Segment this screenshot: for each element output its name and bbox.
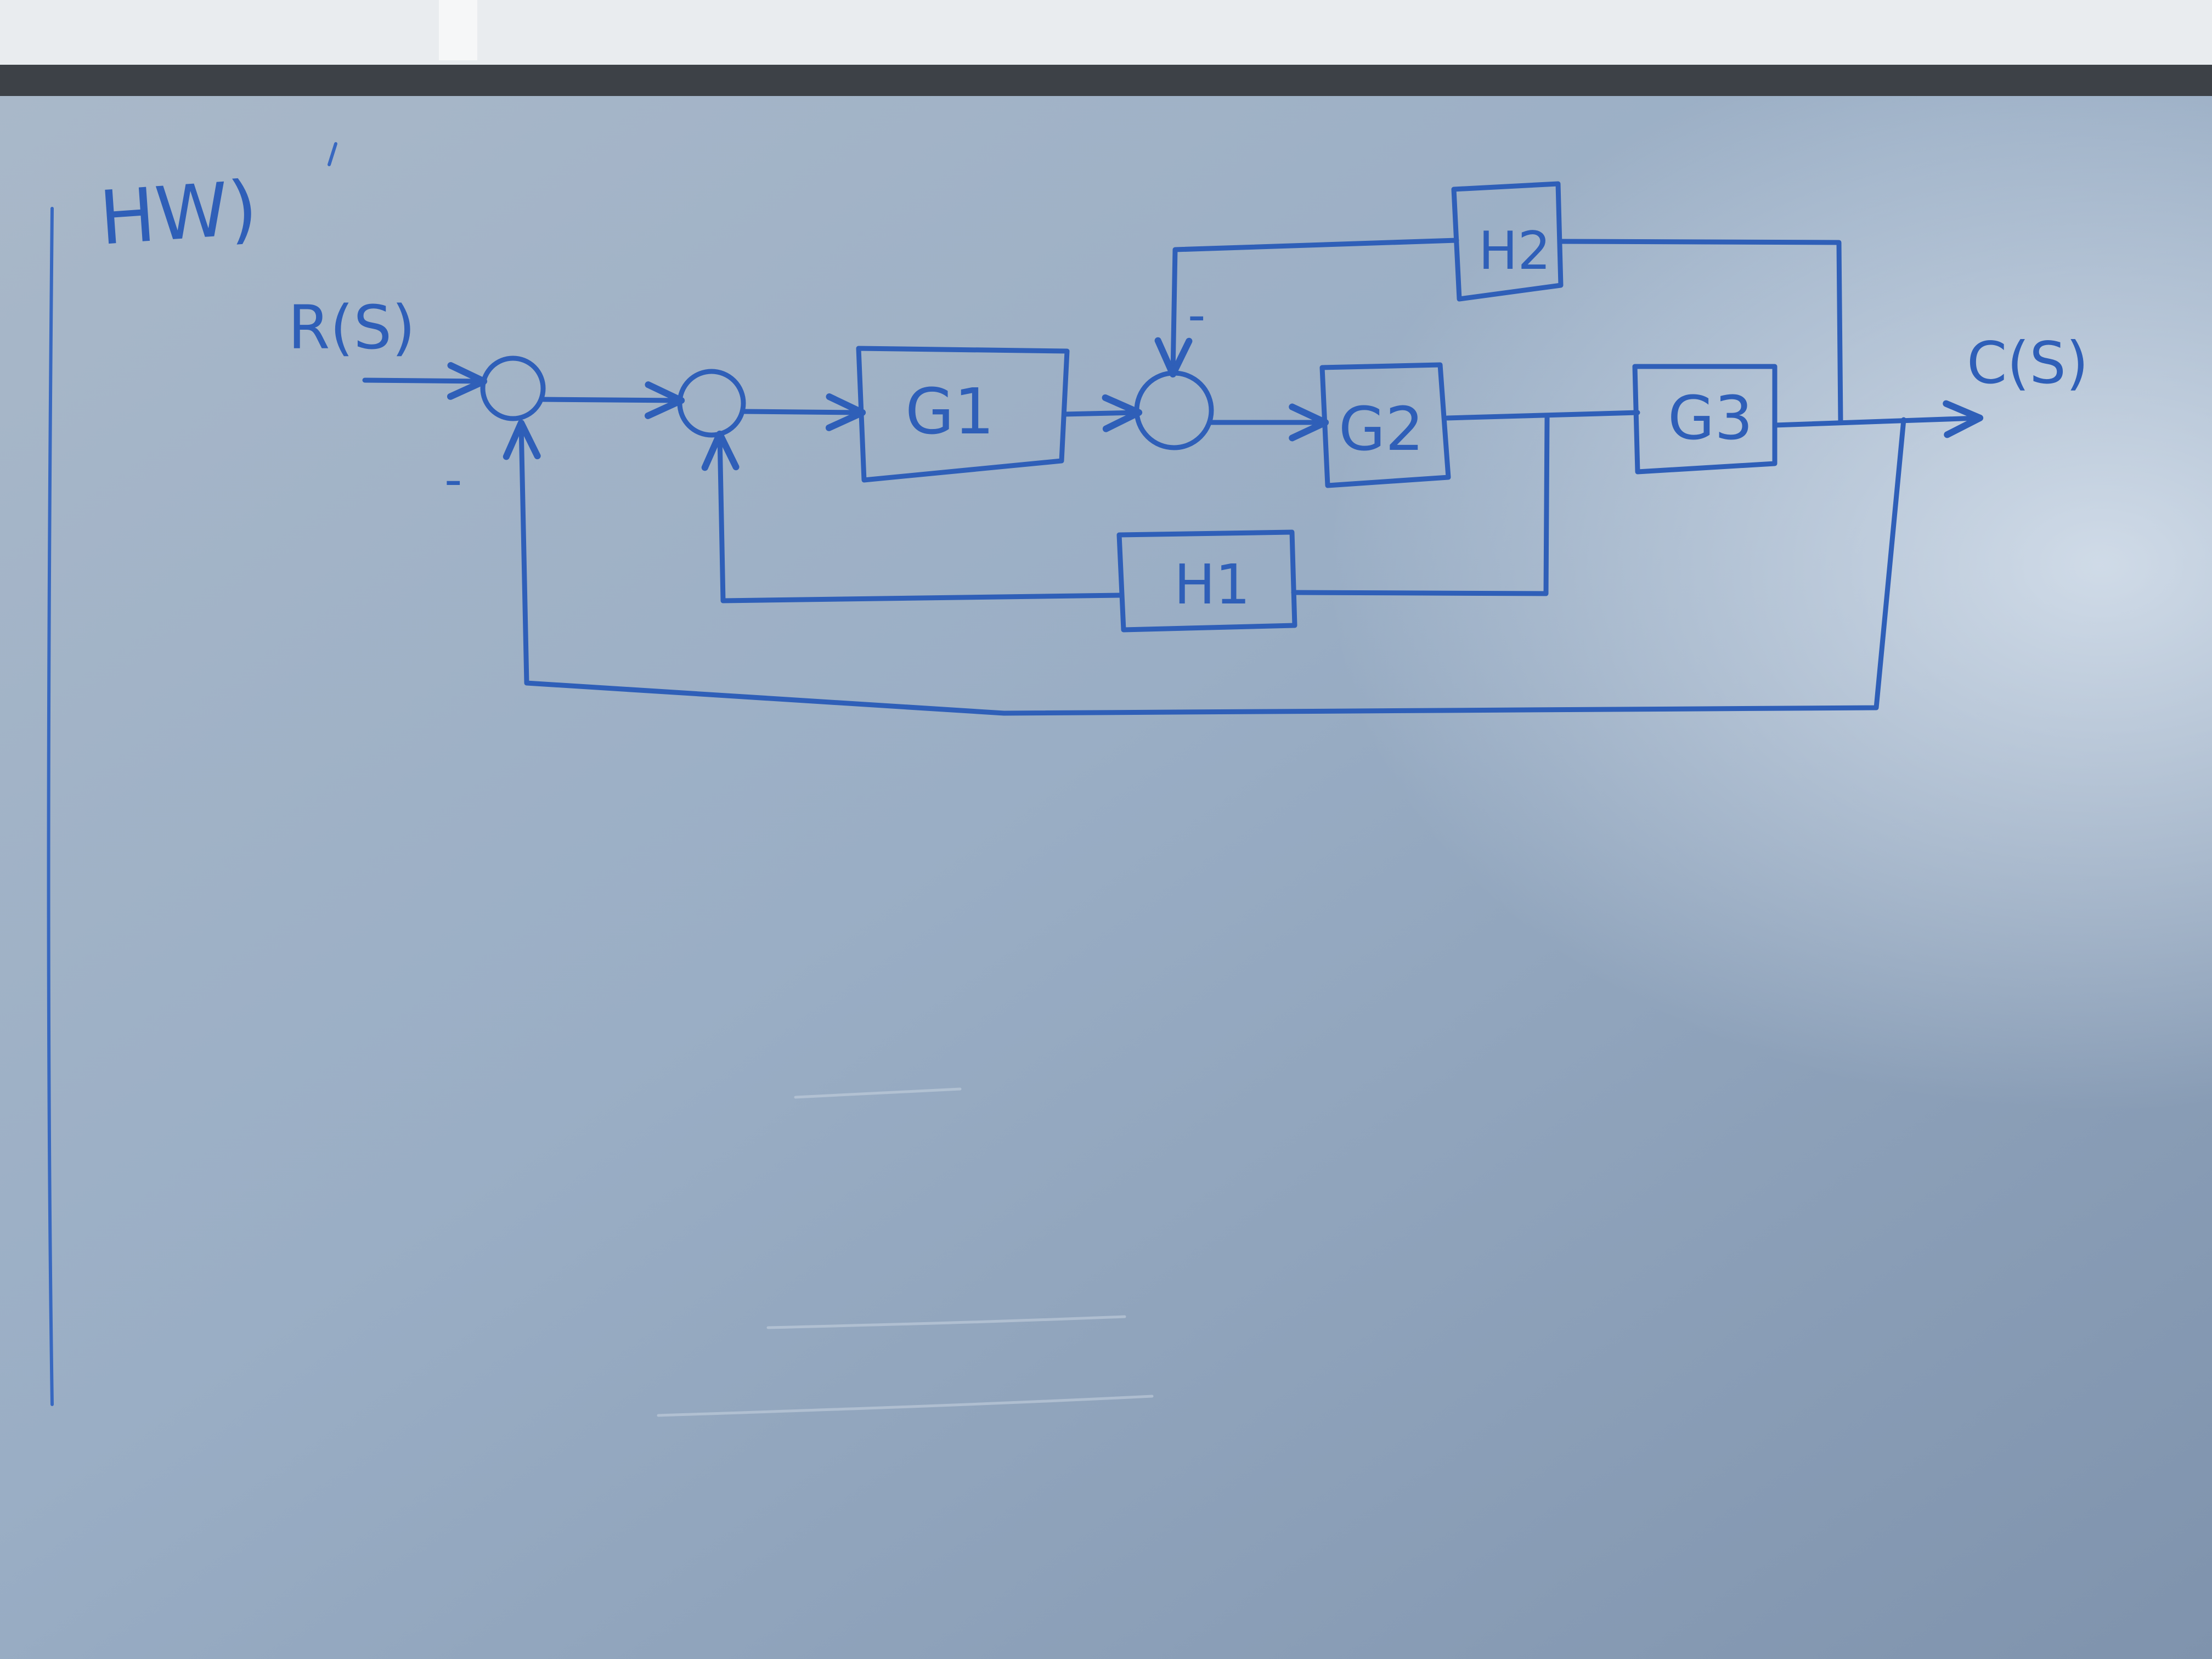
block-h1-label: H1 xyxy=(1174,552,1250,617)
signal-g2-g3 xyxy=(1444,410,1640,421)
signal-input xyxy=(362,362,488,400)
block-h1: H1 xyxy=(1116,529,1297,633)
marker-tray-holder xyxy=(439,0,477,60)
signal-sj2-g1 xyxy=(741,393,866,431)
ghost-smudge xyxy=(794,1087,962,1099)
signal-output xyxy=(1772,400,1984,438)
block-h2: H2 xyxy=(1451,181,1564,302)
block-g2-label: G2 xyxy=(1339,394,1424,464)
loop-h1-pickoff xyxy=(1291,415,1550,596)
signal-sj1-sj2 xyxy=(540,381,685,419)
board-frame xyxy=(0,65,2212,98)
block-g1: G1 xyxy=(856,346,1070,483)
block-h2-label: H2 xyxy=(1479,221,1551,281)
block-g3-label: G3 xyxy=(1668,383,1753,453)
signal-g1-sj3 xyxy=(1062,394,1143,432)
sign-outer-feedback: - xyxy=(444,451,462,509)
input-label: R(S) xyxy=(288,292,415,363)
ghost-smudge xyxy=(766,1315,1126,1329)
output-label: C(S) xyxy=(1967,330,2089,397)
ghost-smudge xyxy=(657,1395,1154,1417)
loop-h1-return xyxy=(701,430,1123,603)
loop-h2-pickoff xyxy=(1558,239,1843,424)
loop-outer xyxy=(503,417,1906,716)
heading-text: HW) xyxy=(97,165,260,262)
block-g3: G3 xyxy=(1632,364,1778,475)
block-g2: G2 xyxy=(1319,362,1451,488)
sign-h2-feedback: - xyxy=(1188,286,1205,344)
loop-h2-return xyxy=(1154,238,1459,378)
wall xyxy=(0,0,2212,71)
margin-line xyxy=(47,207,54,1406)
block-g1-label: G1 xyxy=(905,375,994,449)
heading-tick xyxy=(328,142,337,166)
